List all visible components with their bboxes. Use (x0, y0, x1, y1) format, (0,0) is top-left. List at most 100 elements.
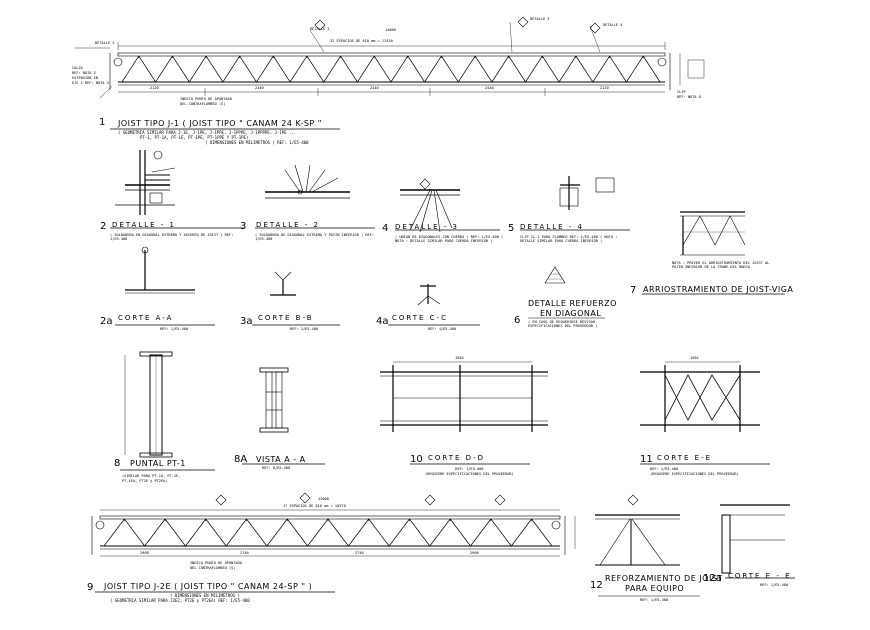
detail-12-title1: REFORZAMIENTO DE JOIST (605, 574, 723, 583)
corte-e-e-drawing (640, 361, 770, 465)
detail-3-drawing (395, 178, 500, 233)
corte-a-a-drawing (115, 246, 215, 326)
puntal-title: PUNTAL PT-1 (130, 459, 186, 468)
detail-2-note: ( SOLDADURA DE DIAGONAL EXTREMA Y PATIN … (255, 233, 374, 241)
joist9-sub1: ( DIMENSIONES EN MILIMETROS ) (170, 593, 240, 598)
joist9-panel-4: 2908 (470, 551, 479, 555)
corte-b-b-number: 3a (240, 316, 253, 327)
detail-2-title: DETALLE - 2 (256, 221, 320, 229)
corte-e-e-number: 11 (640, 454, 653, 465)
detail-1-note: ( SOLDADURA EN DIAGONAL EXTREMA Y ASIENT… (110, 233, 234, 241)
corte-c-c-title: CORTE C-C (392, 314, 448, 322)
corte-a-a-ref: REF: 1/E5-400 (160, 327, 189, 331)
corte-d-d-drawing (380, 361, 548, 465)
detail-1-title: DETALLE - 1 (112, 221, 176, 229)
joist1-title: JOIST TIPO J-1 ( JOIST TIPO " CANAM 24 K… (118, 119, 322, 128)
joist9-sub2: ( GEOMETRIA SIMILAR PARA J2E2, PT2E y PT… (110, 598, 250, 603)
joist-j2e-elevation (91, 492, 576, 593)
detail-12a-title: CORTE E - E (728, 572, 792, 580)
vista-a-a-ref: REF: 8/E5-400 (262, 466, 291, 470)
joist1-tag-detail2: DETALLE 2 (95, 41, 115, 45)
joist1-sub1: ( GEOMETRIA SIMILAR PARA J-1E, J-1PE, J-… (118, 130, 297, 135)
joist1-panel-right: 2120 (600, 86, 609, 90)
vista-a-a-title: VISTA A - A (256, 455, 306, 464)
detail-3-note: ( UNION DE DIAGONALES CON CUERDA ) REF: … (395, 235, 504, 243)
joist9-number: 9 (87, 582, 94, 593)
detail-3-title: DETALLE - 3 (395, 223, 459, 231)
joist1-tag-detail3: DETALLE 3 (530, 17, 550, 21)
joist1-sub3: ( DIMENSIONES EN MILIMETROS ) REF: 1/E5-… (205, 140, 309, 145)
detail-12-ref: REF: 1/E5-400 (640, 598, 669, 602)
joist-j2e-web-members (103, 518, 553, 547)
detail-12-title2: PARA EQUIPO (625, 584, 685, 593)
corte-d-d-dim: 1584 (455, 356, 464, 360)
joist1-number: 1 (99, 117, 106, 128)
detail-6-drawing (528, 266, 605, 319)
corte-a-a-title: CORTE A-A (118, 314, 174, 322)
detail-6-title2: EN DIAGONAL (540, 309, 602, 318)
truss-web-line (121, 55, 661, 83)
corte-e-e-note: REF: 1/E5-400(REQUIERE ESPECIFICACIONES … (650, 467, 739, 476)
joist9-top-dim: 13000 (318, 497, 329, 501)
puntal-number: 8 (114, 458, 121, 469)
detail-1-number: 2 (100, 221, 107, 232)
joist-j1-web-members (121, 55, 661, 83)
corte-e-e-title: CORTE E-E (657, 454, 713, 462)
detail-4-note: CLIP CL-1 PARA FLAMBEO REF: 1/E5-400 ( N… (520, 235, 618, 243)
joist1-top-dim: 14660 (385, 28, 396, 32)
detail-12a-number: 12a (703, 573, 722, 584)
joist9-panel-3: 2746 (355, 551, 364, 555)
corte-d-d-number: 10 (410, 454, 423, 465)
joist9-title: JOIST TIPO J-2E ( JOIST TIPO " CANAM 24-… (104, 582, 313, 591)
joist9-panel-1: 2908 (140, 551, 149, 555)
corte-c-c-drawing (388, 284, 480, 326)
corte-e-e-dim: 1584 (690, 356, 699, 360)
joist1-panel-left: 2120 (150, 86, 159, 90)
detail-2-number: 3 (240, 221, 247, 232)
detail-2-drawing (255, 164, 375, 229)
joist1-panel-mid2: 2440 (370, 86, 379, 90)
vista-a-a-number: 8A (234, 454, 248, 465)
joist1-span-label: 32 ESPACIOS DE 610 mm = 12430 (330, 39, 393, 43)
detail-6-number: 6 (514, 315, 521, 326)
corte-a-a-number: 2a (100, 316, 113, 327)
detail-12a-ref: REF: 1/E5-400 (760, 583, 789, 587)
corte-d-d-note: REF: 1/E5-400(REQUIERE ESPECIFICACIONES … (425, 467, 514, 476)
joist-j1-elevation (75, 16, 705, 130)
joist1-panel-mid3: 2440 (485, 86, 494, 90)
detail-7-number: 7 (630, 285, 637, 296)
vista-a-a-drawing (242, 367, 325, 465)
corte-b-b-ref: REF: 1/E5-400 (290, 327, 319, 331)
corte-b-b-title: CORTE B-B (258, 314, 314, 322)
puntal-note: (SIMILAR PARA PT-1A, PT-1E,PT-1EA, PT2E … (122, 474, 181, 483)
corte-c-c-number: 4a (376, 316, 389, 327)
corte-d-d-title: CORTE D-D (428, 454, 485, 462)
corte-b-b-drawing (252, 271, 340, 326)
detail-4-title: DETALLE - 4 (520, 223, 584, 231)
detail-7-title: ARRIOSTRAMIENTO DE JOIST-VIGA (643, 285, 794, 294)
joist1-tag-detail1: DETALLE 1 (310, 27, 330, 31)
detail-4-number: 5 (508, 223, 515, 234)
joist9-span-label: 17 ESPACIOS DE 610 mm = 10370 (283, 504, 346, 508)
detail-6-note: ( EN CASO DE REQUERIRSE REVISAR ESPECIFI… (528, 320, 598, 328)
detail-12-drawing (595, 494, 700, 597)
detail-6-title1: DETALLE REFUERZO (528, 299, 617, 308)
joist1-sub2: PT-1, PT-1A, PT-1E, PT-1PE, PT-1PPE Y PT… (140, 135, 249, 140)
joist9-panel-2: 2746 (240, 551, 249, 555)
truss-web-line (103, 518, 553, 547)
detail-1-drawing (110, 150, 245, 229)
joist1-panel-mid1: 2440 (255, 86, 264, 90)
detail-7-drawing (642, 211, 785, 295)
joist1-tag-detail4: DETALLE 4 (603, 23, 623, 27)
detail-12-number: 12 (590, 580, 603, 591)
puntal-pt1-drawing (120, 351, 215, 471)
detail-4-drawing (520, 176, 630, 231)
corte-c-c-ref: REF: 4/E5-400 (428, 327, 457, 331)
detail-7-note: NOTA : PREVER EL ARRIOSTRAMIENTO DEL JOI… (672, 261, 770, 269)
detail-12a-drawing (720, 504, 795, 579)
